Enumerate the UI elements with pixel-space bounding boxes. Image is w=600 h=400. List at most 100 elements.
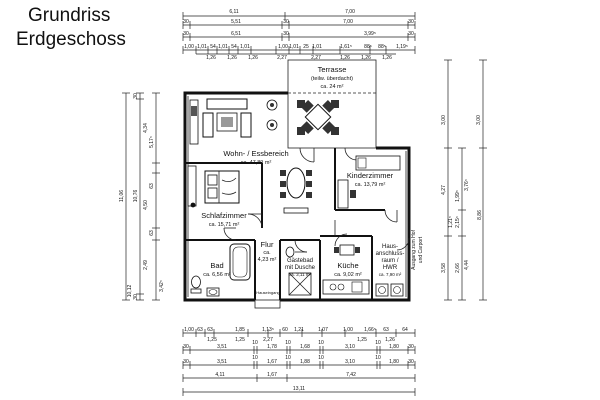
dim-top-5-d: 2,27 [277, 55, 287, 61]
dim-top-5-b: 1,26 [227, 55, 237, 61]
dim-bot-3-j: 1,80 [389, 344, 399, 350]
dim-bot-5-c: 7,42 [346, 372, 356, 378]
dim-right-out-a: 3,00 [476, 115, 482, 125]
room-kinder-label: Kinderzimmer [347, 171, 394, 180]
dim-left-in-g: 3,42⁵ [159, 280, 165, 292]
dim-bot-5-b: 1,67 [267, 372, 277, 378]
dim-top-3-b: 6,51 [231, 31, 241, 37]
dim-bot-4-e: 10 [285, 355, 291, 361]
room-flur-area: 4,23 m² [258, 257, 277, 263]
dim-top-4-n: 1,19⁵ [396, 44, 408, 50]
bathtub-icon [229, 243, 251, 281]
dim-top-3-e: 30 [408, 31, 414, 37]
dim-right-in-d: 1,21⁵ [448, 216, 454, 228]
dim-bot-1-j: 1,66⁵ [364, 327, 376, 333]
dim-left-in-e: 63 [149, 230, 155, 236]
dim-top-3-d: 3,99⁵ [364, 31, 376, 37]
dim-top-2-a: 30 [183, 19, 189, 25]
room-labels: Wohn- / Essbereich ca. 47,89 m² Kinderzi… [201, 149, 404, 278]
kitchen-counter-icon [322, 279, 370, 295]
dim-bot-3-h: 3,10 [345, 344, 355, 350]
title-line-2: Erdgeschoss [16, 29, 126, 50]
dim-top-1-a: 6,11 [229, 9, 239, 15]
dining-table-icon [280, 167, 312, 199]
plant-icon [266, 99, 278, 131]
dim-right-mid-d: 3,76⁵ [464, 179, 470, 191]
dim-bot-1-h: 1,07 [318, 327, 328, 333]
dim-bot-4-c: 10 [252, 355, 258, 361]
dim-top-5-a: 1,26 [206, 55, 216, 61]
room-schlaf-area: ca. 15,71 m² [209, 222, 240, 228]
dim-bot-2-c: 2,27 [263, 337, 273, 343]
dim-bot-2-d: 1,25 [357, 337, 367, 343]
dim-bot-3-d: 1,78 [267, 344, 277, 350]
title-line-1: Grundriss [28, 5, 111, 26]
dim-right-mid-a: 4,27 [441, 185, 447, 195]
dim-bot-3-b: 3,51 [217, 344, 227, 350]
outer-walls [183, 91, 411, 302]
left-dimensions: 11,06 30 10,76 30 5,17⁵ 4,34 63 4,50 63 … [119, 92, 165, 301]
dim-left-mid-c: 30 [133, 294, 139, 300]
dim-top-4-a: 1,00 [184, 44, 194, 50]
exit-note-line-1: Ausgang zum Hof [411, 230, 417, 270]
dim-left-in-h: 10,12 [127, 285, 133, 298]
room-bad-area: ca. 6,56 m² [203, 272, 231, 278]
room-flur-label: Flur [261, 240, 274, 249]
dim-top-4-b: 1,01 [197, 44, 207, 50]
dim-top-3-a: 30 [183, 31, 189, 37]
dim-right-mid-c: 2,66 [455, 263, 461, 273]
room-gaeste-area: ca. 3,11 m² [289, 272, 312, 277]
dim-bot-1-c: 63 [207, 327, 213, 333]
room-kueche-area: ca. 9,02 m² [334, 272, 362, 278]
room-hwr-label-3: raum / [381, 258, 398, 264]
dim-bot-1-l: 64 [402, 327, 408, 333]
terrace: Terrasse (teilw. überdacht) ca. 24 m² [287, 59, 377, 149]
room-flur-area-prefix: ca. [263, 250, 271, 256]
room-hwr-label-4: HWR [383, 265, 398, 271]
dim-left-in-b: 4,34 [143, 123, 149, 133]
dim-top-4-k: 1,61⁵ [340, 44, 352, 50]
dim-bot-2-b: 1,25 [235, 337, 245, 343]
dim-top-4-l: 88⁵ [364, 44, 372, 50]
dim-bot-2-e: 1,26 [385, 337, 395, 343]
dim-top-2-e: 30 [408, 19, 414, 25]
dim-bot-5-a: 4,11 [215, 372, 225, 378]
room-wohn-area: ca. 47,89 m² [241, 160, 272, 166]
dim-bot-1-e: 1,13⁵ [262, 327, 274, 333]
patio-table-icon [301, 100, 335, 134]
dim-bot-4-h: 3,10 [345, 359, 355, 365]
dim-top-4-g: 1,00 [278, 44, 288, 50]
hausgang-label: Hauseingang [256, 290, 280, 295]
room-wohn-label: Wohn- / Essbereich [223, 149, 288, 158]
dim-top-2-d: 7,00 [343, 19, 353, 25]
dim-right-mid-b: 3,58 [441, 263, 447, 273]
room-kueche-label: Küche [337, 261, 358, 270]
dim-top-5-g: 1,26 [361, 55, 371, 61]
dim-bot-3-i: 10 [375, 340, 381, 346]
dim-bot-1-a: 1,00 [184, 327, 194, 333]
dim-bot-4-b: 3,51 [217, 359, 227, 365]
dim-left-in-a: 5,17⁵ [149, 136, 155, 148]
guest-toilet-icon [285, 246, 295, 258]
terrace-area: ca. 24 m² [321, 84, 344, 90]
interior-walls [185, 148, 385, 300]
kids-desk-icon [337, 179, 356, 209]
right-dimensions: 3,00 3,00 4,27 3,58 2,66 3,76⁵ 8,86 4,44… [441, 59, 487, 301]
room-gaeste-label-2: mit Dusche [285, 265, 316, 271]
toilet-icon [190, 275, 202, 294]
dim-top-4-c: 54 [210, 44, 216, 50]
washing-machine-icon [375, 283, 404, 297]
dim-top-4-e: 54 [231, 44, 237, 50]
top-dimensions: 6,11 7,00 30 5,51 30 7,00 30 30 6,51 30 … [182, 9, 416, 61]
dim-bot-1-b: 63 [197, 327, 203, 333]
dim-left-outer: 11,06 [119, 190, 125, 202]
wardrobe-icon [187, 165, 197, 208]
dim-bot-3-g: 10 [318, 340, 324, 346]
dim-top-4-d: 1,01 [218, 44, 228, 50]
sofa-icon [202, 98, 252, 138]
dim-bot-3-k: 30 [408, 344, 414, 350]
room-hwr-label-1: Haus- [382, 244, 398, 250]
dim-bot-1-k: 63 [383, 327, 389, 333]
